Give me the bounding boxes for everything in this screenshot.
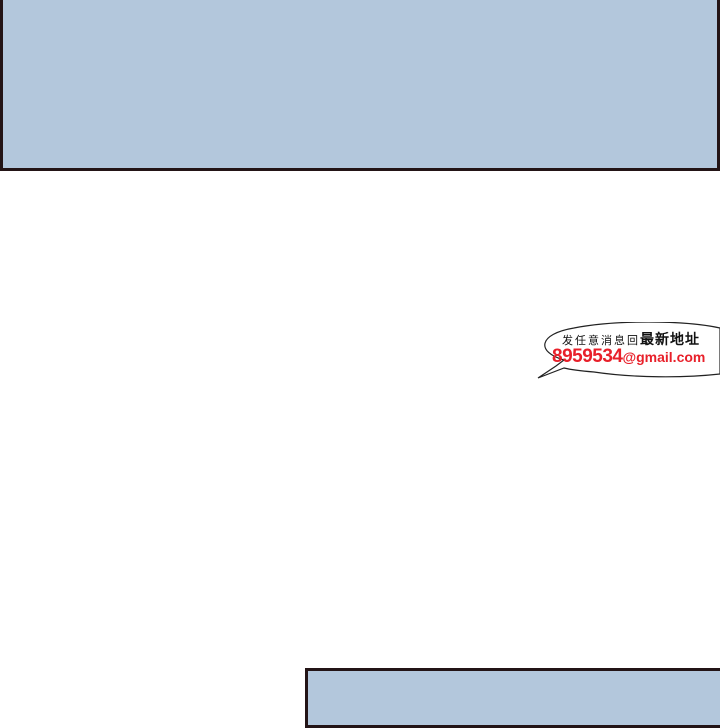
speech-bubble-shape xyxy=(537,322,720,379)
bubble-email-suffix: @gmail.com xyxy=(622,349,706,365)
comic-panel-bottom xyxy=(305,668,720,728)
speech-bubble-watermark: 发任意消息回最新地址 8959534@gmail.com xyxy=(534,322,720,382)
bubble-big-text: 最新地址 xyxy=(640,332,700,348)
bubble-text-line2: 8959534@gmail.com xyxy=(552,347,705,366)
comic-panel-top xyxy=(0,0,720,171)
bubble-number: 8959534 xyxy=(552,346,623,367)
bubble-small-text: 发任意消息回 xyxy=(562,334,640,347)
bubble-text-line1: 发任意消息回最新地址 xyxy=(562,331,700,347)
